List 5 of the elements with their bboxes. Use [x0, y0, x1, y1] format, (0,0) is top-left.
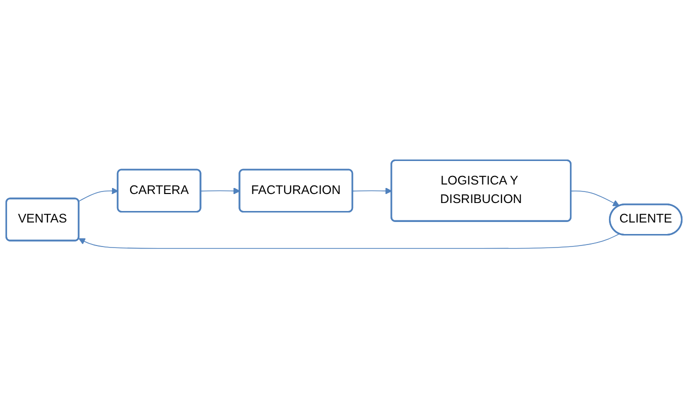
arrow [78, 188, 118, 202]
arrow [78, 234, 620, 249]
arrow [352, 188, 392, 195]
arrow [570, 190, 620, 206]
arrow [200, 188, 240, 195]
